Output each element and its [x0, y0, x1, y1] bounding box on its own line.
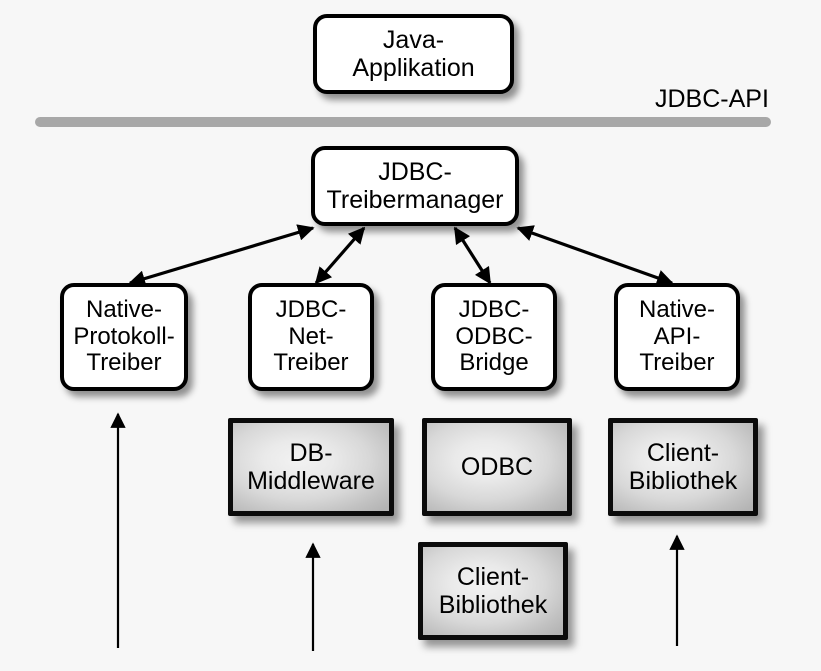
node-odbc[interactable]: ODBC	[422, 418, 572, 516]
node-odbc-label: ODBC	[460, 453, 534, 481]
node-client-library-center-label: Client- Bibliothek	[438, 563, 548, 619]
connector-drivermanager-jdbc-net-driver	[314, 226, 366, 285]
node-java-application[interactable]: Java- Applikation	[313, 14, 514, 94]
node-client-library-right-label: Client- Bibliothek	[628, 439, 738, 495]
node-jdbc-odbc-bridge-label: JDBC- ODBC- Bridge	[455, 295, 533, 377]
node-db-middleware[interactable]: DB- Middleware	[228, 418, 394, 516]
node-native-protocol-driver[interactable]: Native- Protokoll- Treiber	[60, 283, 188, 391]
node-client-library-right[interactable]: Client- Bibliothek	[608, 418, 758, 516]
jdbc-api-label: JDBC-API	[655, 85, 769, 113]
node-jdbc-drivermanager-label: JDBC- Treibermanager	[326, 158, 504, 214]
node-java-application-label: Java- Applikation	[352, 26, 475, 82]
node-native-api-driver-label: Native- API- Treiber	[638, 295, 716, 377]
node-native-api-driver[interactable]: Native- API- Treiber	[614, 283, 740, 391]
node-native-protocol-driver-label: Native- Protokoll- Treiber	[73, 295, 175, 377]
node-jdbc-odbc-bridge[interactable]: JDBC- ODBC- Bridge	[431, 283, 557, 391]
node-jdbc-net-driver-label: JDBC- Net- Treiber	[273, 295, 349, 377]
connector-drivermanager-jdbc-odbc-bridge	[453, 226, 492, 285]
node-db-middleware-label: DB- Middleware	[247, 439, 375, 495]
connector-drivermanager-native-protocol-driver	[128, 224, 315, 287]
node-jdbc-net-driver[interactable]: JDBC- Net- Treiber	[248, 283, 374, 391]
jdbc-api-separator-line	[35, 117, 771, 127]
node-client-library-center[interactable]: Client- Bibliothek	[418, 542, 568, 640]
connector-drivermanager-native-api-driver	[516, 225, 674, 286]
node-jdbc-drivermanager[interactable]: JDBC- Treibermanager	[311, 146, 519, 226]
